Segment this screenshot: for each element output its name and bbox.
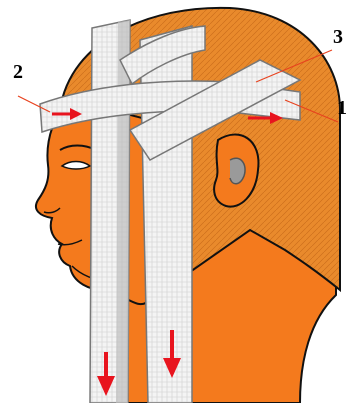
step-label-2: 2 — [13, 62, 23, 82]
step-label-1: 1 — [337, 98, 346, 118]
step-label-3: 3 — [333, 27, 343, 47]
ear-canal — [230, 158, 245, 184]
